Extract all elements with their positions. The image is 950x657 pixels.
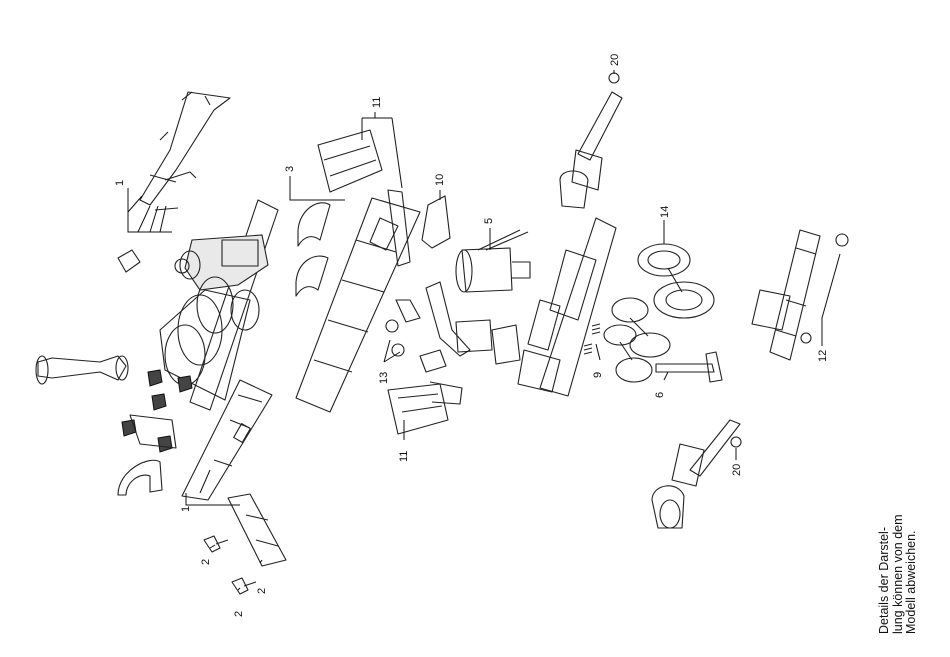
- callout-20-bottom: 20: [731, 464, 743, 476]
- running-board-part: [182, 380, 272, 500]
- callout-12: 12: [817, 350, 829, 362]
- callout-11-top: 11: [371, 97, 383, 108]
- trailing-truck-part: [752, 230, 848, 360]
- callout-2-c: 2: [233, 611, 245, 617]
- motor-part: [456, 230, 530, 292]
- pony-truck-bottom: [652, 420, 741, 528]
- note-line-1: Details der Darstel-: [878, 304, 892, 634]
- cab-part-top: [318, 130, 382, 192]
- axle-pin-part: [656, 352, 722, 382]
- driving-wheelset-large: [638, 244, 714, 318]
- callout-1-top: 1: [114, 180, 126, 186]
- note-line-2: lung können von dem: [892, 304, 906, 634]
- pony-truck-top: [560, 73, 622, 208]
- callout-10: 10: [434, 174, 446, 186]
- upper-railing-part: [140, 92, 230, 210]
- chimney-part: [36, 356, 128, 384]
- main-frame-part: [518, 218, 616, 396]
- cab-floor-part: [388, 190, 410, 266]
- callout-6: 6: [654, 392, 666, 398]
- callout-3: 3: [284, 166, 296, 172]
- lamps-and-domes: [118, 250, 192, 452]
- cab-part-bottom: [388, 382, 462, 434]
- small-linkage-parts: [386, 282, 520, 372]
- callout-14: 14: [659, 206, 671, 218]
- wheel-splasher-parts: [296, 203, 330, 296]
- callout-11-bottom: 11: [398, 451, 410, 462]
- callout-1-bottom: 1: [180, 506, 192, 512]
- gear-cover-part: [422, 196, 450, 248]
- note-line-3: Modell abweichen.: [905, 304, 919, 634]
- callout-13: 13: [378, 372, 390, 384]
- disclaimer-note: Details der Darstel- lung können von dem…: [878, 304, 919, 634]
- smokebox-door-part: [118, 460, 162, 495]
- callout-5: 5: [483, 218, 495, 224]
- callout-20-top: 20: [609, 54, 621, 66]
- callout-2-b: 2: [256, 588, 268, 594]
- callout-2-a: 2: [200, 559, 212, 565]
- chassis-plate-part: [296, 198, 420, 412]
- callout-9: 9: [592, 372, 604, 378]
